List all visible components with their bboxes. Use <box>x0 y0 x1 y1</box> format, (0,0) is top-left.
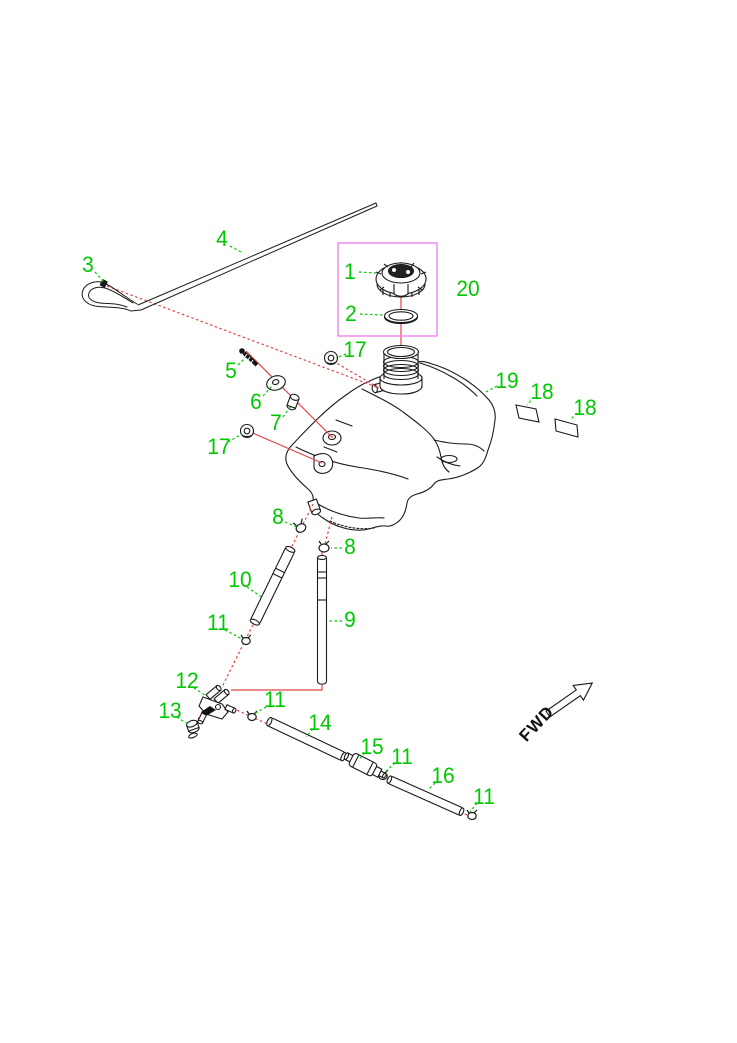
callout-16-hose: 16 <box>431 763 455 788</box>
flange-nut-17-lower <box>239 423 255 439</box>
decal-18a <box>515 404 540 423</box>
screw-5 <box>239 348 259 367</box>
callout-8-clamp-b: 8 <box>344 534 356 559</box>
callout-5-screw: 5 <box>225 358 237 383</box>
callout-6-washer: 6 <box>250 389 262 414</box>
callout-13-drain-cap: 13 <box>158 698 182 723</box>
callout-8-clamp-a: 8 <box>272 504 284 529</box>
callout-12-petcock: 12 <box>175 668 199 693</box>
tank-strap <box>81 202 378 312</box>
callout-1-fuel-cap: 1 <box>344 259 356 284</box>
callout-11-clamp-a: 11 <box>207 610 229 635</box>
callout-18-decal-b: 18 <box>573 395 597 420</box>
callout-18-decal-a: 18 <box>530 379 554 404</box>
group-box-20 <box>337 242 438 337</box>
spacer-7 <box>286 393 300 411</box>
filler-neck <box>379 344 423 395</box>
callout-11-clamp-d: 11 <box>473 784 495 809</box>
callout-17-nut-upper: 17 <box>343 337 367 362</box>
callout-10-hose: 10 <box>228 567 252 592</box>
callout-17-nut-lower: 17 <box>207 434 231 459</box>
callout-7-spacer: 7 <box>270 410 282 435</box>
callout-11-clamp-b: 11 <box>264 687 286 712</box>
clamp-8b <box>318 540 330 553</box>
strap-clip <box>99 279 108 288</box>
callout-15-filter: 15 <box>360 734 384 759</box>
washer-6 <box>266 375 286 391</box>
clamp-8a <box>292 518 307 533</box>
petcock-valve <box>197 684 237 725</box>
hose-16 <box>386 775 465 817</box>
callout-14-hose: 14 <box>308 710 332 735</box>
flange-nut-17-upper <box>323 350 339 366</box>
fuel-cap <box>375 262 427 298</box>
fwd-arrow <box>545 682 594 718</box>
callout-4-strap: 4 <box>216 226 228 251</box>
hose-10 <box>249 545 296 626</box>
drain-cap <box>185 719 200 739</box>
callout-3-clip: 3 <box>82 252 94 277</box>
cap-gasket <box>383 308 419 325</box>
tank-mount-bracket <box>313 453 334 474</box>
clamp-11d <box>466 809 478 821</box>
callout-19-tank: 19 <box>495 368 519 393</box>
callout-11-clamp-c: 11 <box>391 744 413 769</box>
green-leader-lines <box>94 245 578 813</box>
callout-2-gasket: 2 <box>345 301 357 326</box>
hose-14 <box>266 716 347 762</box>
decal-18b <box>554 418 579 438</box>
fuel-filter <box>343 752 387 779</box>
tank-mount-boss <box>322 430 342 446</box>
fuel-outlet-spigot <box>307 498 322 516</box>
clamp-11b <box>246 710 258 722</box>
callout-20-cap-assembly: 20 <box>456 276 480 301</box>
clamp-11a <box>240 634 252 646</box>
hose-9 <box>316 554 328 685</box>
callout-9-hose: 9 <box>344 607 356 632</box>
